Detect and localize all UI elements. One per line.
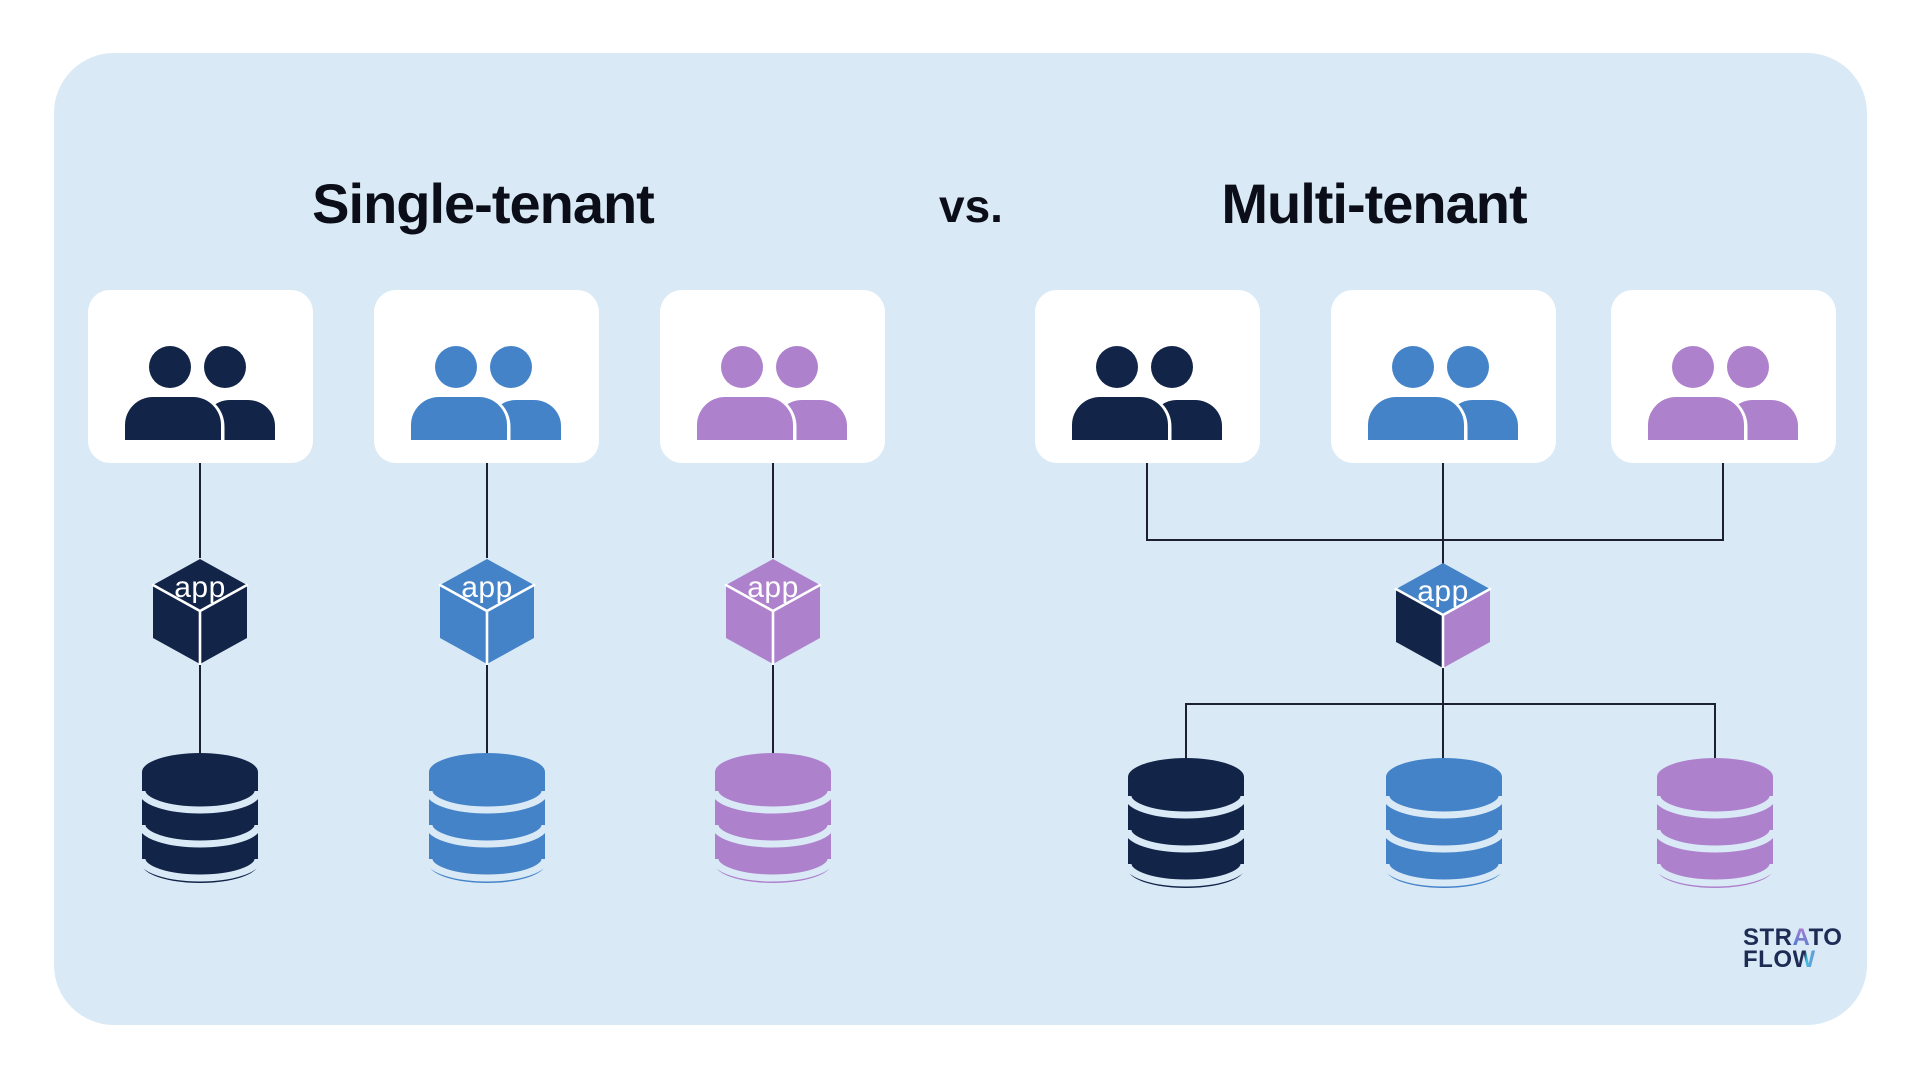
users-card-blue: [1331, 290, 1556, 463]
app-cube-icon: app: [438, 559, 536, 666]
connector-line: [199, 463, 201, 558]
connector-line: [1442, 668, 1444, 705]
logo-accent-w: W: [1792, 946, 1816, 973]
multi-tenant-title: Multi-tenant: [1221, 172, 1527, 235]
vs-label: vs.: [939, 180, 1003, 232]
connector-line: [1146, 463, 1148, 541]
database-icon: [715, 753, 831, 883]
users-card-purple: [1611, 290, 1836, 463]
connector-line: [486, 665, 488, 755]
connector-line: [1442, 463, 1444, 541]
connector-line: [1714, 704, 1716, 760]
connector-line: [1722, 463, 1724, 541]
database-icon: [142, 753, 258, 883]
database-icon: [1128, 758, 1244, 888]
two-users-icon: [1648, 346, 1798, 446]
two-users-icon: [411, 346, 561, 446]
logo-text-flow: FLOW: [1743, 946, 1816, 973]
logo-accent-a: A: [1792, 924, 1809, 951]
two-users-icon: [125, 346, 275, 446]
connector-line: [772, 665, 774, 755]
app-cube-icon: app: [1394, 563, 1492, 670]
app-cube-label: app: [747, 571, 799, 604]
connector-line: [1146, 539, 1724, 541]
users-card-purple: [660, 290, 885, 463]
users-card-navy: [88, 290, 313, 463]
stratoflow-logo: STRATO FLOW: [1743, 924, 1843, 973]
two-users-icon: [1072, 346, 1222, 446]
app-cube-label: app: [1417, 575, 1469, 608]
database-icon: [429, 753, 545, 883]
database-icon: [1386, 758, 1502, 888]
connector-line: [1442, 540, 1444, 565]
app-cube-label: app: [461, 571, 513, 604]
connector-line: [1185, 704, 1187, 760]
database-icon: [1657, 758, 1773, 888]
app-cube-label: app: [174, 571, 226, 604]
app-cube-icon: app: [151, 559, 249, 666]
connector-line: [486, 463, 488, 558]
single-tenant-title: Single-tenant: [312, 172, 655, 235]
connector-line: [772, 463, 774, 558]
connector-line: [1185, 703, 1716, 705]
users-card-navy: [1035, 290, 1260, 463]
logo-text-strato: STRATO: [1743, 924, 1843, 951]
connector-line: [1442, 704, 1444, 760]
two-users-icon: [1368, 346, 1518, 446]
users-card-blue: [374, 290, 599, 463]
connector-line: [199, 665, 201, 755]
app-cube-icon: app: [724, 559, 822, 666]
two-users-icon: [697, 346, 847, 446]
